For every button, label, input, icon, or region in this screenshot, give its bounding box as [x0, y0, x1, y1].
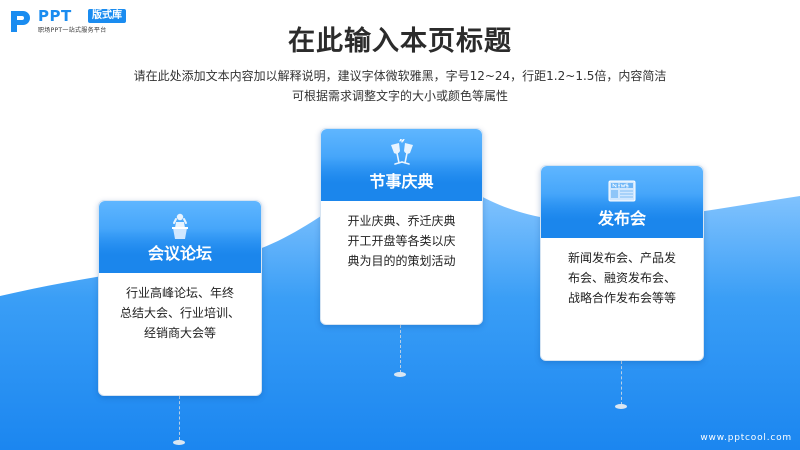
card-header: 节事庆典 — [321, 129, 482, 201]
card-text-line: 新闻发布会、产品发 — [567, 251, 676, 265]
card-2-stem-dot — [394, 372, 406, 377]
card-text-line: 战略合作发布会等等 — [567, 291, 676, 305]
card-title: 会议论坛 — [147, 244, 212, 263]
page-title[interactable]: 在此输入本页标题 — [288, 26, 512, 57]
logo-tagline: 职场PPT一站式服务平台 — [38, 27, 107, 34]
speaker-podium-icon — [172, 213, 188, 239]
card-2-stem — [400, 325, 401, 373]
card-1-stem-dot — [173, 440, 185, 445]
card-text-line: 行业高峰论坛、年终 — [125, 286, 234, 300]
card-text-line: 典为目的的策划活动 — [347, 254, 456, 268]
card-body: 开业庆典、乔迁庆典 开工开盘等各类以庆 典为目的的策划活动 — [331, 211, 472, 271]
footer-url: www.pptcool.com — [700, 433, 792, 443]
card-header: 会议论坛 — [99, 201, 261, 273]
ppt-logo-icon — [11, 11, 30, 32]
description-line-2: 可根据需求调整文字的大小或颜色等属性 — [291, 89, 508, 103]
card-body: 新闻发布会、产品发 布会、融资发布会、 战略合作发布会等等 — [551, 248, 693, 308]
card-text-line: 布会、融资发布会、 — [567, 271, 676, 285]
logo-brand: PPT — [38, 7, 72, 25]
page-description[interactable]: 请在此处添加文本内容加以解释说明，建议字体微软雅黑，字号12~24，行距1.2~… — [100, 66, 700, 106]
card-title: 节事庆典 — [369, 172, 434, 191]
card-body: 行业高峰论坛、年终 总结大会、行业培训、 经销商大会等 — [109, 283, 251, 343]
champagne-glasses-icon — [390, 139, 413, 165]
card-text-line: 开工开盘等各类以庆 — [347, 234, 456, 248]
newspaper-icon — [608, 180, 636, 202]
card-3-stem-dot — [615, 404, 627, 409]
card-header: 发布会 — [541, 166, 703, 238]
card-text-line: 总结大会、行业培训、 — [119, 306, 240, 320]
logo-badge: 版式库 — [88, 9, 126, 23]
card-conference-forum[interactable]: 会议论坛 行业高峰论坛、年终 总结大会、行业培训、 经销商大会等 — [98, 200, 262, 396]
card-festival-celebration[interactable]: 节事庆典 开业庆典、乔迁庆典 开工开盘等各类以庆 典为目的的策划活动 — [320, 128, 483, 325]
card-text-line: 经销商大会等 — [143, 326, 216, 340]
card-1-stem — [179, 396, 180, 440]
card-title: 发布会 — [597, 209, 646, 228]
description-line-1: 请在此处添加文本内容加以解释说明，建议字体微软雅黑，字号12~24，行距1.2~… — [133, 69, 667, 83]
card-text-line: 开业庆典、乔迁庆典 — [347, 214, 456, 228]
card-3-stem — [621, 361, 622, 405]
card-press-conference[interactable]: 发布会 新闻发布会、产品发 布会、融资发布会、 战略合作发布会等等 — [540, 165, 704, 361]
